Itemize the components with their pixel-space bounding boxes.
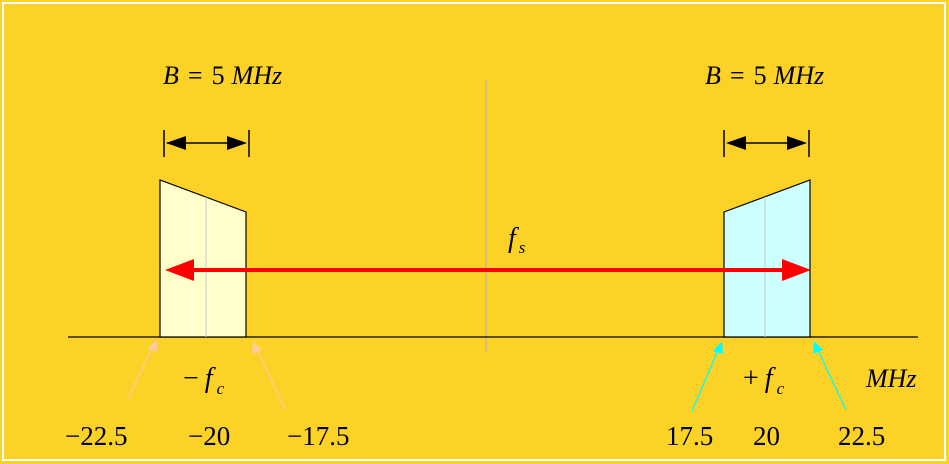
- left-band: [159, 179, 247, 338]
- pointer-arrows-right: [691, 341, 847, 412]
- tick-label-neg-22-5: −22.5: [65, 421, 127, 451]
- tick-label-pos-17-5: 17.5: [666, 421, 713, 451]
- tick-label-pos-22-5: 22.5: [838, 421, 885, 451]
- tick-label-neg-20: −20: [188, 421, 230, 451]
- bandwidth-marker-right: [723, 130, 810, 157]
- tick-label-pos-20: 20: [753, 421, 780, 451]
- pointer-arrows-left: [126, 339, 286, 410]
- sampling-arrow: [165, 259, 811, 281]
- axis-unit-label: MHz: [865, 364, 917, 393]
- bandwidth-marker-left: [163, 130, 250, 157]
- right-band: [723, 179, 811, 338]
- tick-label-neg-17-5: −17.5: [287, 421, 349, 451]
